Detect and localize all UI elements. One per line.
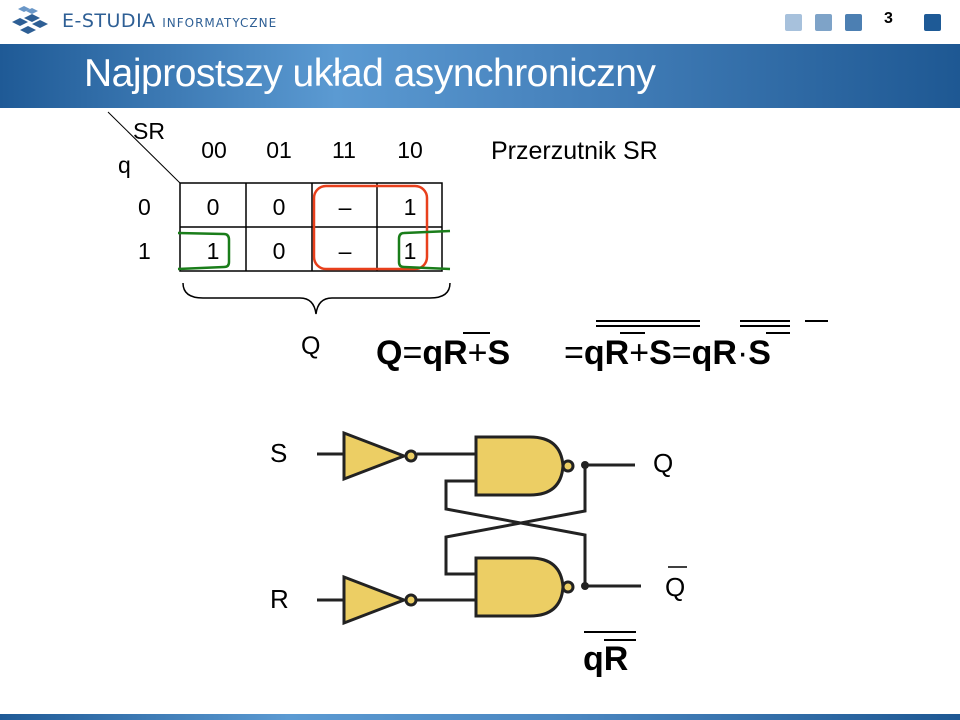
- eq-t1-q: q: [422, 334, 444, 372]
- kmap-diagonal: [107, 111, 181, 184]
- slide-subtitle: Przerzutnik SR: [491, 137, 658, 165]
- eq-t3-q: q: [691, 334, 713, 372]
- logo: E-STUDIA INFORMATYCZNE: [10, 4, 277, 38]
- node-q: q: [583, 640, 604, 678]
- bottom-bar: [0, 714, 960, 720]
- kmap-group-red: [312, 184, 429, 271]
- kmap-col-header: 01: [266, 137, 292, 163]
- eq-t2-r: R: [604, 334, 630, 372]
- page-number: 3: [884, 10, 893, 27]
- equation-overlines: [463, 320, 828, 334]
- eq-t1-s: S: [487, 334, 511, 372]
- junction-qbar: [581, 582, 589, 590]
- logo-text: E-STUDIA INFORMATYCZNE: [62, 10, 278, 32]
- nand-bottom-bubble: [561, 580, 575, 594]
- eq-plus: +: [629, 334, 650, 372]
- kmap-row-header: 1: [138, 238, 151, 264]
- kmap-grid: [179, 182, 443, 272]
- inverter-r-bubble: [404, 593, 418, 607]
- eq-sign: =: [564, 334, 584, 372]
- equation: Q=qR+S: [376, 334, 510, 373]
- inverter-s: [342, 430, 409, 482]
- nand-bottom: [474, 556, 565, 618]
- inverter-s-bubble: [404, 449, 418, 463]
- eq-t2-q: q: [583, 334, 605, 372]
- nav-square-1[interactable]: [785, 14, 802, 31]
- title-bar: [0, 44, 960, 108]
- node-r: R: [603, 640, 629, 678]
- slide-title: Najprostszy układ asynchroniczny: [84, 52, 656, 95]
- kmap-group-green-left: [177, 231, 231, 271]
- eq-sign: =: [671, 334, 692, 372]
- kmap-cell: 1: [403, 238, 417, 264]
- kmap-cell: 0: [272, 238, 286, 264]
- input-r-label: R: [270, 584, 289, 614]
- circuit-gates: [342, 430, 575, 626]
- eq-sign: =: [402, 334, 423, 372]
- eq-t2-s: S: [649, 334, 672, 372]
- junction-q: [581, 461, 589, 469]
- nand-top-bubble: [561, 459, 575, 473]
- kmap-corner-row: q: [118, 152, 131, 178]
- kmap-col-header: 00: [201, 137, 227, 163]
- nav-square-2[interactable]: [815, 14, 832, 31]
- kmap-corner-col: SR: [133, 118, 165, 144]
- eq-plus: +: [467, 334, 488, 372]
- circuit-wires: [317, 452, 641, 602]
- equation-part2: =qR+S=qR·S: [564, 334, 771, 373]
- eq-t3-r: R: [712, 334, 737, 372]
- nav-square-3[interactable]: [845, 14, 862, 31]
- kmap-group-green-right: [397, 229, 451, 271]
- kmap-col-header: 11: [332, 137, 356, 163]
- output-q-label: Q: [653, 448, 674, 478]
- kmap-cell: –: [338, 238, 352, 264]
- kmap-cell: 1: [403, 194, 417, 220]
- kmap-brace-label: Q: [301, 332, 321, 360]
- kmap-col-header: 10: [397, 137, 423, 163]
- eq-dot: ·: [736, 334, 749, 372]
- output-qbar-label: Q: [665, 572, 686, 602]
- kmap-brace: [182, 282, 451, 315]
- eq-t3-s: S: [748, 334, 771, 372]
- inverter-r: [342, 574, 409, 626]
- kmap-cell: 0: [206, 194, 220, 220]
- kmap-cell: 0: [272, 194, 286, 220]
- kmap-cell: 1: [206, 238, 220, 264]
- kmap-cell: –: [338, 194, 352, 220]
- nand-top: [474, 435, 565, 497]
- kmap-row-header: 0: [138, 194, 151, 220]
- logo-icon: [12, 6, 48, 34]
- nav-square-4[interactable]: [924, 14, 941, 31]
- eq-lhs: Q: [376, 334, 403, 372]
- eq-t1-r: R: [443, 334, 468, 372]
- input-s-label: S: [270, 438, 288, 468]
- node-qr-label: qR: [583, 640, 628, 679]
